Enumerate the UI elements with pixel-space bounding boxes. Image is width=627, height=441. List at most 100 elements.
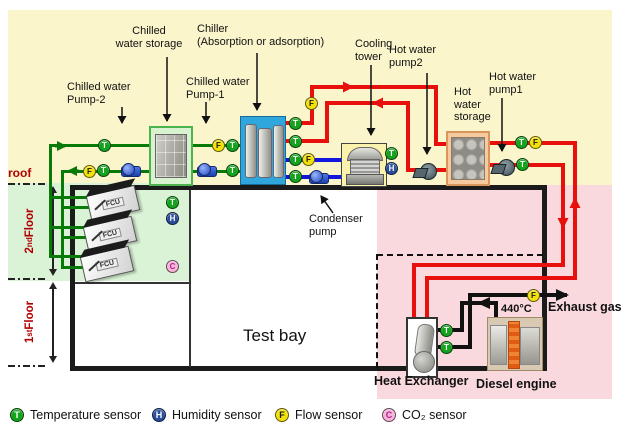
diesel-engine-unit (487, 317, 543, 371)
hot-water-pipe (425, 276, 577, 280)
floor1-level-line (8, 365, 46, 367)
legend-flow-label: Flow sensor (295, 408, 363, 422)
interior-partition-vertical (189, 190, 191, 367)
floor1-extent-arrow (48, 282, 57, 363)
cooling-tower-label: Cooling tower (355, 38, 393, 63)
floor-word: Floor (24, 300, 36, 330)
heat-exchanger-icon (413, 351, 435, 373)
exhaust-pipe (460, 301, 498, 305)
fcu-branch-pipe (49, 226, 99, 229)
heat-exchanger-unit (406, 317, 438, 378)
chiller-machinery-icon (245, 124, 257, 178)
hot-water-pipe (310, 85, 438, 89)
temperature-sensor: T (98, 139, 111, 152)
temperature-sensor: T (166, 196, 179, 209)
exhaust-pipe (438, 345, 472, 349)
chilled-water-pump1-label: Chilled water Pump-1 (186, 76, 250, 101)
chilled-water-pump2-label: Chilled water Pump-2 (67, 81, 131, 106)
hot-water-storage-tank (446, 131, 490, 186)
hot-water-pipe (561, 163, 565, 267)
flow-sensor: F (529, 136, 542, 149)
cooling-tower-icon (346, 174, 384, 185)
chiller-machinery-icon (273, 125, 284, 178)
temperature-sensor: T (289, 117, 302, 130)
temperature-sensor: T (226, 139, 239, 152)
floor-number: 1 (24, 336, 36, 344)
fcu-branch-pipe (61, 206, 98, 209)
chiller-label: Chiller (Absorption or adsorption) (197, 23, 325, 48)
fcu-branch-pipe (49, 196, 101, 199)
engine-room-dashed-border-left (376, 254, 378, 368)
hot-water-pipe (573, 141, 577, 280)
exhaust-pipe (468, 293, 472, 349)
condenser-pump (309, 169, 329, 184)
hot-water-pipe (325, 101, 410, 105)
chilled-water-storage-tank (149, 126, 193, 186)
chilled-water-storage-label: Chilled water storage (115, 25, 183, 50)
temperature-sensor: T (385, 147, 398, 160)
humidity-sensor-icon: H (152, 408, 166, 422)
flow-sensor: F (83, 165, 96, 178)
flow-sensor-icon: F (275, 408, 289, 422)
flow-sensor: F (527, 289, 540, 302)
engine-room-dashed-border-top (377, 254, 543, 256)
hot-water-pipe (425, 276, 429, 320)
hot-water-pump-2 (414, 161, 438, 180)
hot-water-pipe (412, 263, 416, 320)
chiller-machinery-icon (258, 128, 272, 178)
exhaust-gas-label: Exhaust gas (548, 300, 622, 314)
flow-sensor: F (305, 97, 318, 110)
chiller-unit (240, 116, 286, 185)
engine-block-icon (520, 327, 540, 365)
legend-co2-label: CO₂ sensor (402, 408, 467, 422)
storage-tank-icon (155, 134, 187, 178)
temperature-sensor: T (440, 341, 453, 354)
fcu-label: FCU (98, 227, 122, 241)
temperature-sensor: T (289, 135, 302, 148)
temperature-sensor: T (289, 170, 302, 183)
hot-water-pipe (406, 101, 410, 172)
exhaust-pipe (468, 293, 560, 297)
engine-manifold-icon (508, 321, 520, 369)
hot-water-pipe (325, 101, 329, 143)
cooling-tower-unit (341, 143, 387, 187)
humidity-sensor: H (166, 212, 179, 225)
engine-block-icon (490, 325, 507, 365)
temperature-sensor: T (440, 324, 453, 337)
chilled-water-pipe (61, 170, 64, 269)
temperature-sensor: T (97, 164, 110, 177)
co2-sensor-icon: C (382, 408, 396, 422)
floor-word: Floor (24, 208, 36, 238)
hot-water-pump2-label: Hot water pump2 (389, 44, 437, 69)
floor2-level-line (8, 278, 46, 280)
hot-water-pipe (412, 263, 565, 267)
exhaust-pipe (494, 301, 498, 320)
legend-temperature: T Temperature sensor (10, 408, 141, 422)
legend-humidity: H Humidity sensor (152, 408, 262, 422)
roof-label: roof (8, 166, 32, 180)
hot-water-pump-1 (492, 157, 516, 176)
legend-humidity-label: Humidity sensor (172, 408, 262, 422)
fcu-branch-pipe (61, 236, 95, 239)
chilled-water-pump-2 (121, 162, 141, 177)
heat-exchanger-label: Heat Exchanger (374, 374, 469, 388)
co2-sensor: C (166, 260, 179, 273)
exhaust-temperature-label: 440°C (501, 303, 532, 315)
legend-temperature-label: Temperature sensor (30, 408, 142, 422)
humidity-sensor: H (385, 162, 398, 175)
chilled-water-pipe (49, 144, 52, 258)
chilled-water-pump-1 (197, 162, 217, 177)
exhaust-pipe (460, 301, 464, 332)
hot-water-pipe (434, 142, 450, 146)
hot-water-pipe (434, 85, 438, 146)
fcu-branch-pipe (49, 255, 97, 258)
chilled-water-pipe (50, 144, 240, 147)
temperature-sensor: T (289, 153, 302, 166)
floor2-extent-arrow (48, 186, 57, 276)
fcu-label: FCU (95, 257, 119, 271)
interior-partition-horizontal (75, 282, 189, 284)
hot-water-pump1-label: Hot water pump1 (489, 71, 537, 96)
